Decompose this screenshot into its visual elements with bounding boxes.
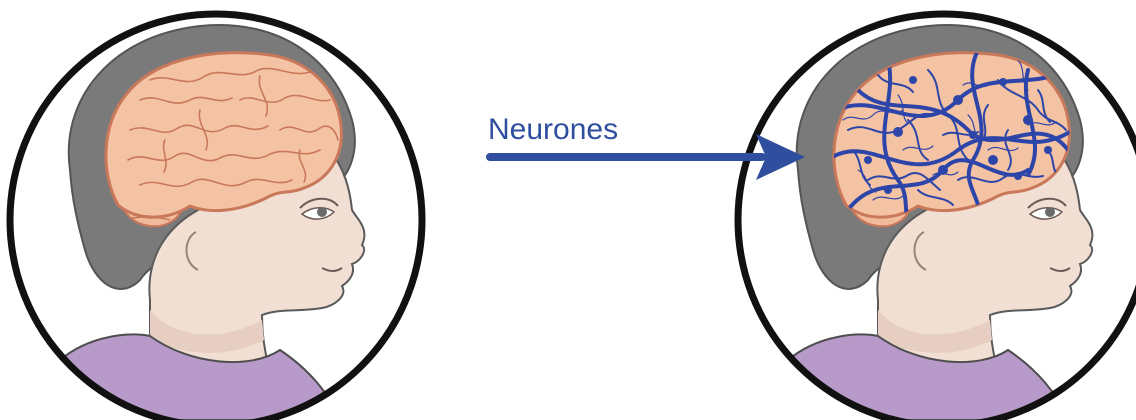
portrait-plain-brain (10, 14, 422, 420)
neurones-label: Neurones (488, 113, 618, 146)
portrait-neuron-brain (738, 14, 1136, 420)
